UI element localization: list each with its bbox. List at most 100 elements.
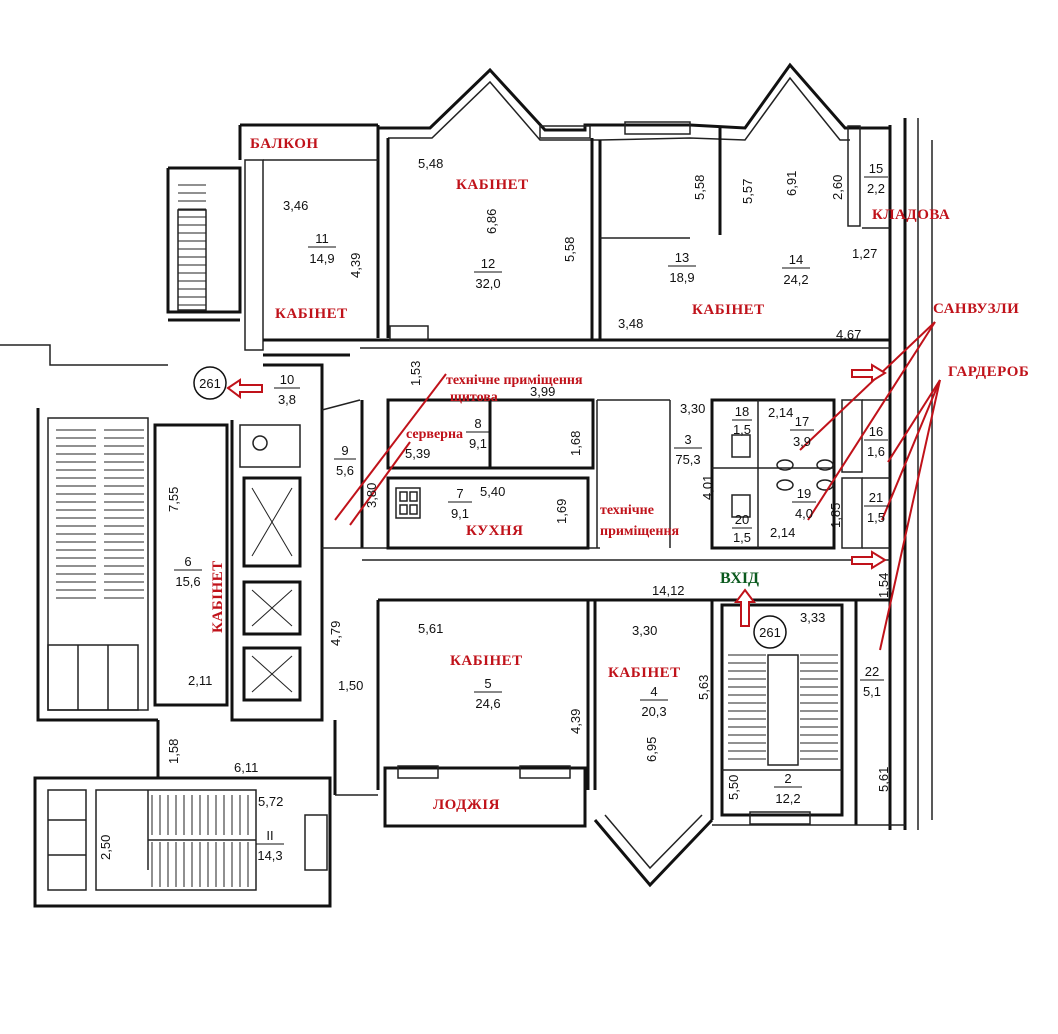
- dimension: 2,50: [98, 835, 113, 860]
- label-office: КАБІНЕТ: [608, 665, 681, 681]
- room-number: 19: [797, 486, 811, 501]
- dimension: 1,68: [568, 431, 583, 456]
- room-number: II: [266, 828, 273, 843]
- room-number: 20: [735, 512, 749, 527]
- dimension: 3,48: [618, 316, 643, 331]
- arrow-right-icon: [851, 363, 887, 383]
- room-number: 18: [735, 404, 749, 419]
- dimension: 4,67: [836, 327, 861, 342]
- dimension: 7,55: [166, 487, 181, 512]
- room-number: 9: [341, 443, 348, 458]
- room-area: 9,1: [469, 436, 487, 451]
- label-wardrobe: ГАРДЕРОБ: [948, 364, 1029, 380]
- dimension: 1,53: [408, 361, 423, 386]
- room-number: 8: [474, 416, 481, 431]
- room-number: 21: [869, 490, 883, 505]
- room-number: 15: [869, 161, 883, 176]
- label-entrance: ВХІД: [720, 570, 759, 587]
- dimension: 1,69: [554, 499, 569, 524]
- room-number: 14: [789, 252, 803, 267]
- dimension: 1,54: [876, 573, 891, 598]
- loggia-outline: [383, 766, 587, 828]
- room-area: 3,9: [793, 434, 811, 449]
- stair-marker-right: 261: [759, 625, 781, 640]
- room-6-outline: [153, 423, 229, 707]
- label-kitchen: КУХНЯ: [466, 523, 523, 539]
- label-switchboard: щитова: [450, 390, 498, 405]
- room-area: 5,1: [863, 684, 881, 699]
- arrow-right-icon: [851, 550, 887, 570]
- label-server-room: серверна: [406, 427, 463, 442]
- label-loggia: ЛОДЖІЯ: [433, 797, 500, 813]
- dimension: 1,85: [828, 503, 843, 528]
- room-number: 2: [784, 771, 791, 786]
- dimension: 4,01: [700, 475, 715, 500]
- stair-markers: 261 261: [193, 366, 787, 649]
- room-area: 1,6: [867, 444, 885, 459]
- room-number: 4: [650, 684, 657, 699]
- label-office: КАБІНЕТ: [692, 302, 765, 318]
- room-labels: БАЛКОН КАБІНЕТ КАБІНЕТ КАБІНЕТ КЛАДОВА С…: [210, 136, 1029, 813]
- dimension: 5,57: [740, 179, 755, 204]
- room-area: 1,5: [733, 530, 751, 545]
- room-number: 6: [184, 554, 191, 569]
- dimension: 5,39: [405, 446, 430, 461]
- room-area: 32,0: [475, 276, 500, 291]
- dimension: 2,14: [770, 525, 795, 540]
- elevator-1: [242, 476, 302, 568]
- room-area: 14,3: [257, 848, 282, 863]
- arrows: [226, 363, 887, 627]
- room-number: 16: [869, 424, 883, 439]
- dimension: 1,50: [338, 678, 363, 693]
- room-number: 7: [456, 486, 463, 501]
- dimension: 4,79: [328, 621, 343, 646]
- dimension: 14,12: [652, 583, 685, 598]
- dimension: 3,33: [800, 610, 825, 625]
- room-area: 20,3: [641, 704, 666, 719]
- room-II-outline: [33, 776, 332, 908]
- dimension: 1,27: [852, 246, 877, 261]
- room-number: 5: [484, 676, 491, 691]
- label-technical-room: технічне: [600, 503, 654, 518]
- dimension: 6,91: [784, 171, 799, 196]
- room-area: 1,5: [867, 510, 885, 525]
- room-number: 3: [684, 432, 691, 447]
- outer-wall-top: [378, 62, 890, 132]
- label-technical-room: приміщення: [600, 524, 680, 539]
- dimension: 3,99: [530, 384, 555, 399]
- elevator-2: [242, 580, 302, 636]
- annotation-lines: [334, 321, 941, 651]
- dimensions: 5,48 3,46 4,39 6,86 5,58 5,58 5,57 6,91 …: [98, 156, 891, 860]
- dimension: 2,14: [768, 405, 793, 420]
- label-office: КАБІНЕТ: [275, 306, 348, 322]
- dimension: 4,39: [568, 709, 583, 734]
- dimension: 2,11: [188, 673, 212, 688]
- label-office: КАБІНЕТ: [450, 653, 523, 669]
- room-area: 3,8: [278, 392, 296, 407]
- label-office: КАБІНЕТ: [210, 560, 226, 633]
- walls: [0, 62, 933, 908]
- label-technical-room: технічне приміщення: [446, 373, 583, 388]
- dimension: 5,58: [692, 175, 707, 200]
- label-office: КАБІНЕТ: [456, 177, 529, 193]
- room-area: 4,0: [795, 506, 813, 521]
- dimension: 3,30: [680, 401, 705, 416]
- arrow-left-icon: [226, 378, 263, 399]
- room-area: 1,5: [733, 422, 751, 437]
- room-area: 5,6: [336, 463, 354, 478]
- room-number: 11: [315, 231, 329, 246]
- dimension: 1,58: [166, 739, 181, 764]
- room-number: 22: [865, 664, 879, 679]
- room-area: 75,3: [675, 452, 700, 467]
- room-area: 15,6: [175, 574, 200, 589]
- room-area: 2,2: [867, 181, 885, 196]
- dimension: 6,11: [234, 760, 258, 775]
- dimension: 5,61: [876, 767, 891, 792]
- dimension: 5,48: [418, 156, 443, 171]
- room-number: 13: [675, 250, 689, 265]
- bathroom-block: [710, 398, 836, 550]
- stair-hatching: [56, 184, 838, 887]
- dimension: 5,40: [480, 484, 505, 499]
